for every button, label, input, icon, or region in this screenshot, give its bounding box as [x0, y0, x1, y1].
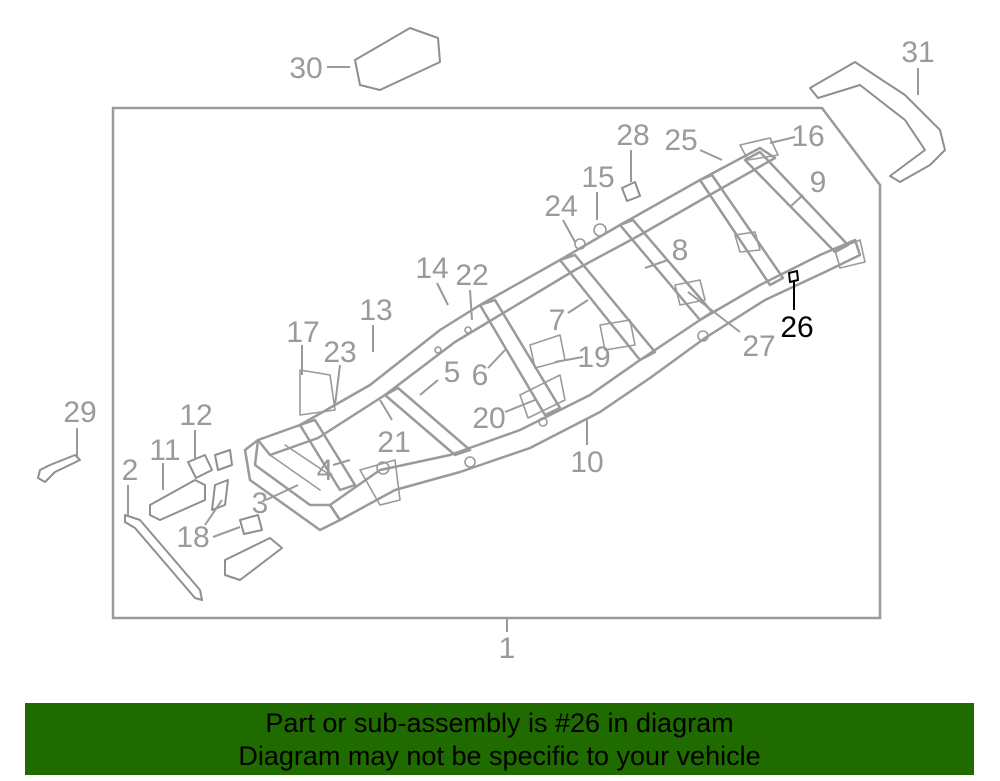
callout-26: 26: [780, 311, 813, 344]
leader-23: [334, 364, 341, 406]
callout-2: 2: [122, 454, 139, 487]
part-12b-bracket: [214, 449, 233, 471]
callout-13: 13: [359, 294, 392, 327]
callout-20: 20: [472, 402, 505, 435]
callout-24: 24: [544, 190, 577, 223]
callout-16: 16: [791, 120, 824, 153]
leader-4: [332, 459, 351, 466]
leader-27: [687, 291, 741, 333]
part-11-bracket: [149, 479, 206, 521]
leader-22: [469, 289, 473, 321]
callout-7: 7: [549, 304, 566, 337]
info-banner: Part or sub-assembly is #26 in diagram D…: [25, 703, 974, 775]
callout-10: 10: [570, 446, 603, 479]
part-2-bar: [124, 514, 203, 601]
leader-21: [379, 399, 393, 421]
callout-5: 5: [444, 356, 461, 389]
callout-1: 1: [499, 632, 516, 665]
callout-30: 30: [289, 52, 322, 85]
callout-23: 23: [323, 336, 356, 369]
callout-22: 22: [455, 259, 488, 292]
callout-17: 17: [286, 316, 319, 349]
leader-8: [644, 259, 669, 269]
leader-18a: [212, 526, 241, 538]
callout-3: 3: [252, 487, 269, 520]
callout-6: 6: [472, 359, 489, 392]
part-12-bracket: [187, 454, 213, 479]
callout-12: 12: [179, 399, 212, 432]
parts-diagram: 1 2 3 4 5 6 7 8 9 10 11 12 13 14 15 16 1…: [37, 27, 946, 665]
callout-21: 21: [377, 426, 410, 459]
banner-line-1: Part or sub-assembly is #26 in diagram: [265, 708, 734, 738]
callout-19: 19: [577, 341, 610, 374]
part-18c-bracket: [211, 479, 229, 511]
callout-9: 9: [810, 166, 827, 199]
assembly-outline: [111, 106, 882, 620]
callout-18: 18: [176, 521, 209, 554]
part-28-bracket: [621, 181, 641, 202]
part-31-hitch: [809, 61, 946, 183]
part-18-bracket: [239, 514, 263, 535]
leader-7: [567, 299, 589, 314]
leader-25: [699, 149, 723, 161]
leader-14: [436, 282, 449, 306]
callout-28: 28: [616, 119, 649, 152]
callout-14: 14: [415, 252, 448, 285]
leader-9: [789, 194, 804, 208]
leader-19: [554, 356, 584, 363]
callout-31: 31: [901, 36, 934, 69]
callout-8: 8: [672, 234, 689, 267]
leader-24: [562, 219, 576, 243]
leader-3: [265, 484, 299, 501]
part-30-shield: [354, 27, 441, 91]
leader-20: [504, 399, 536, 413]
banner-line-2: Diagram may not be specific to your vehi…: [238, 741, 761, 771]
callout-25: 25: [664, 124, 697, 157]
part-29-bracket: [37, 454, 81, 483]
leader-6: [487, 349, 506, 369]
part-18b-bracket: [224, 537, 283, 581]
leader-5: [419, 379, 439, 396]
frame-assembly: [243, 137, 866, 532]
callout-29: 29: [63, 396, 96, 429]
callout-27: 27: [742, 330, 775, 363]
callout-4: 4: [317, 454, 334, 487]
leader-18b: [204, 499, 223, 526]
leader-16: [769, 136, 796, 144]
part-26-clip: [788, 270, 799, 283]
callout-15: 15: [581, 161, 614, 194]
callout-11: 11: [149, 434, 180, 467]
